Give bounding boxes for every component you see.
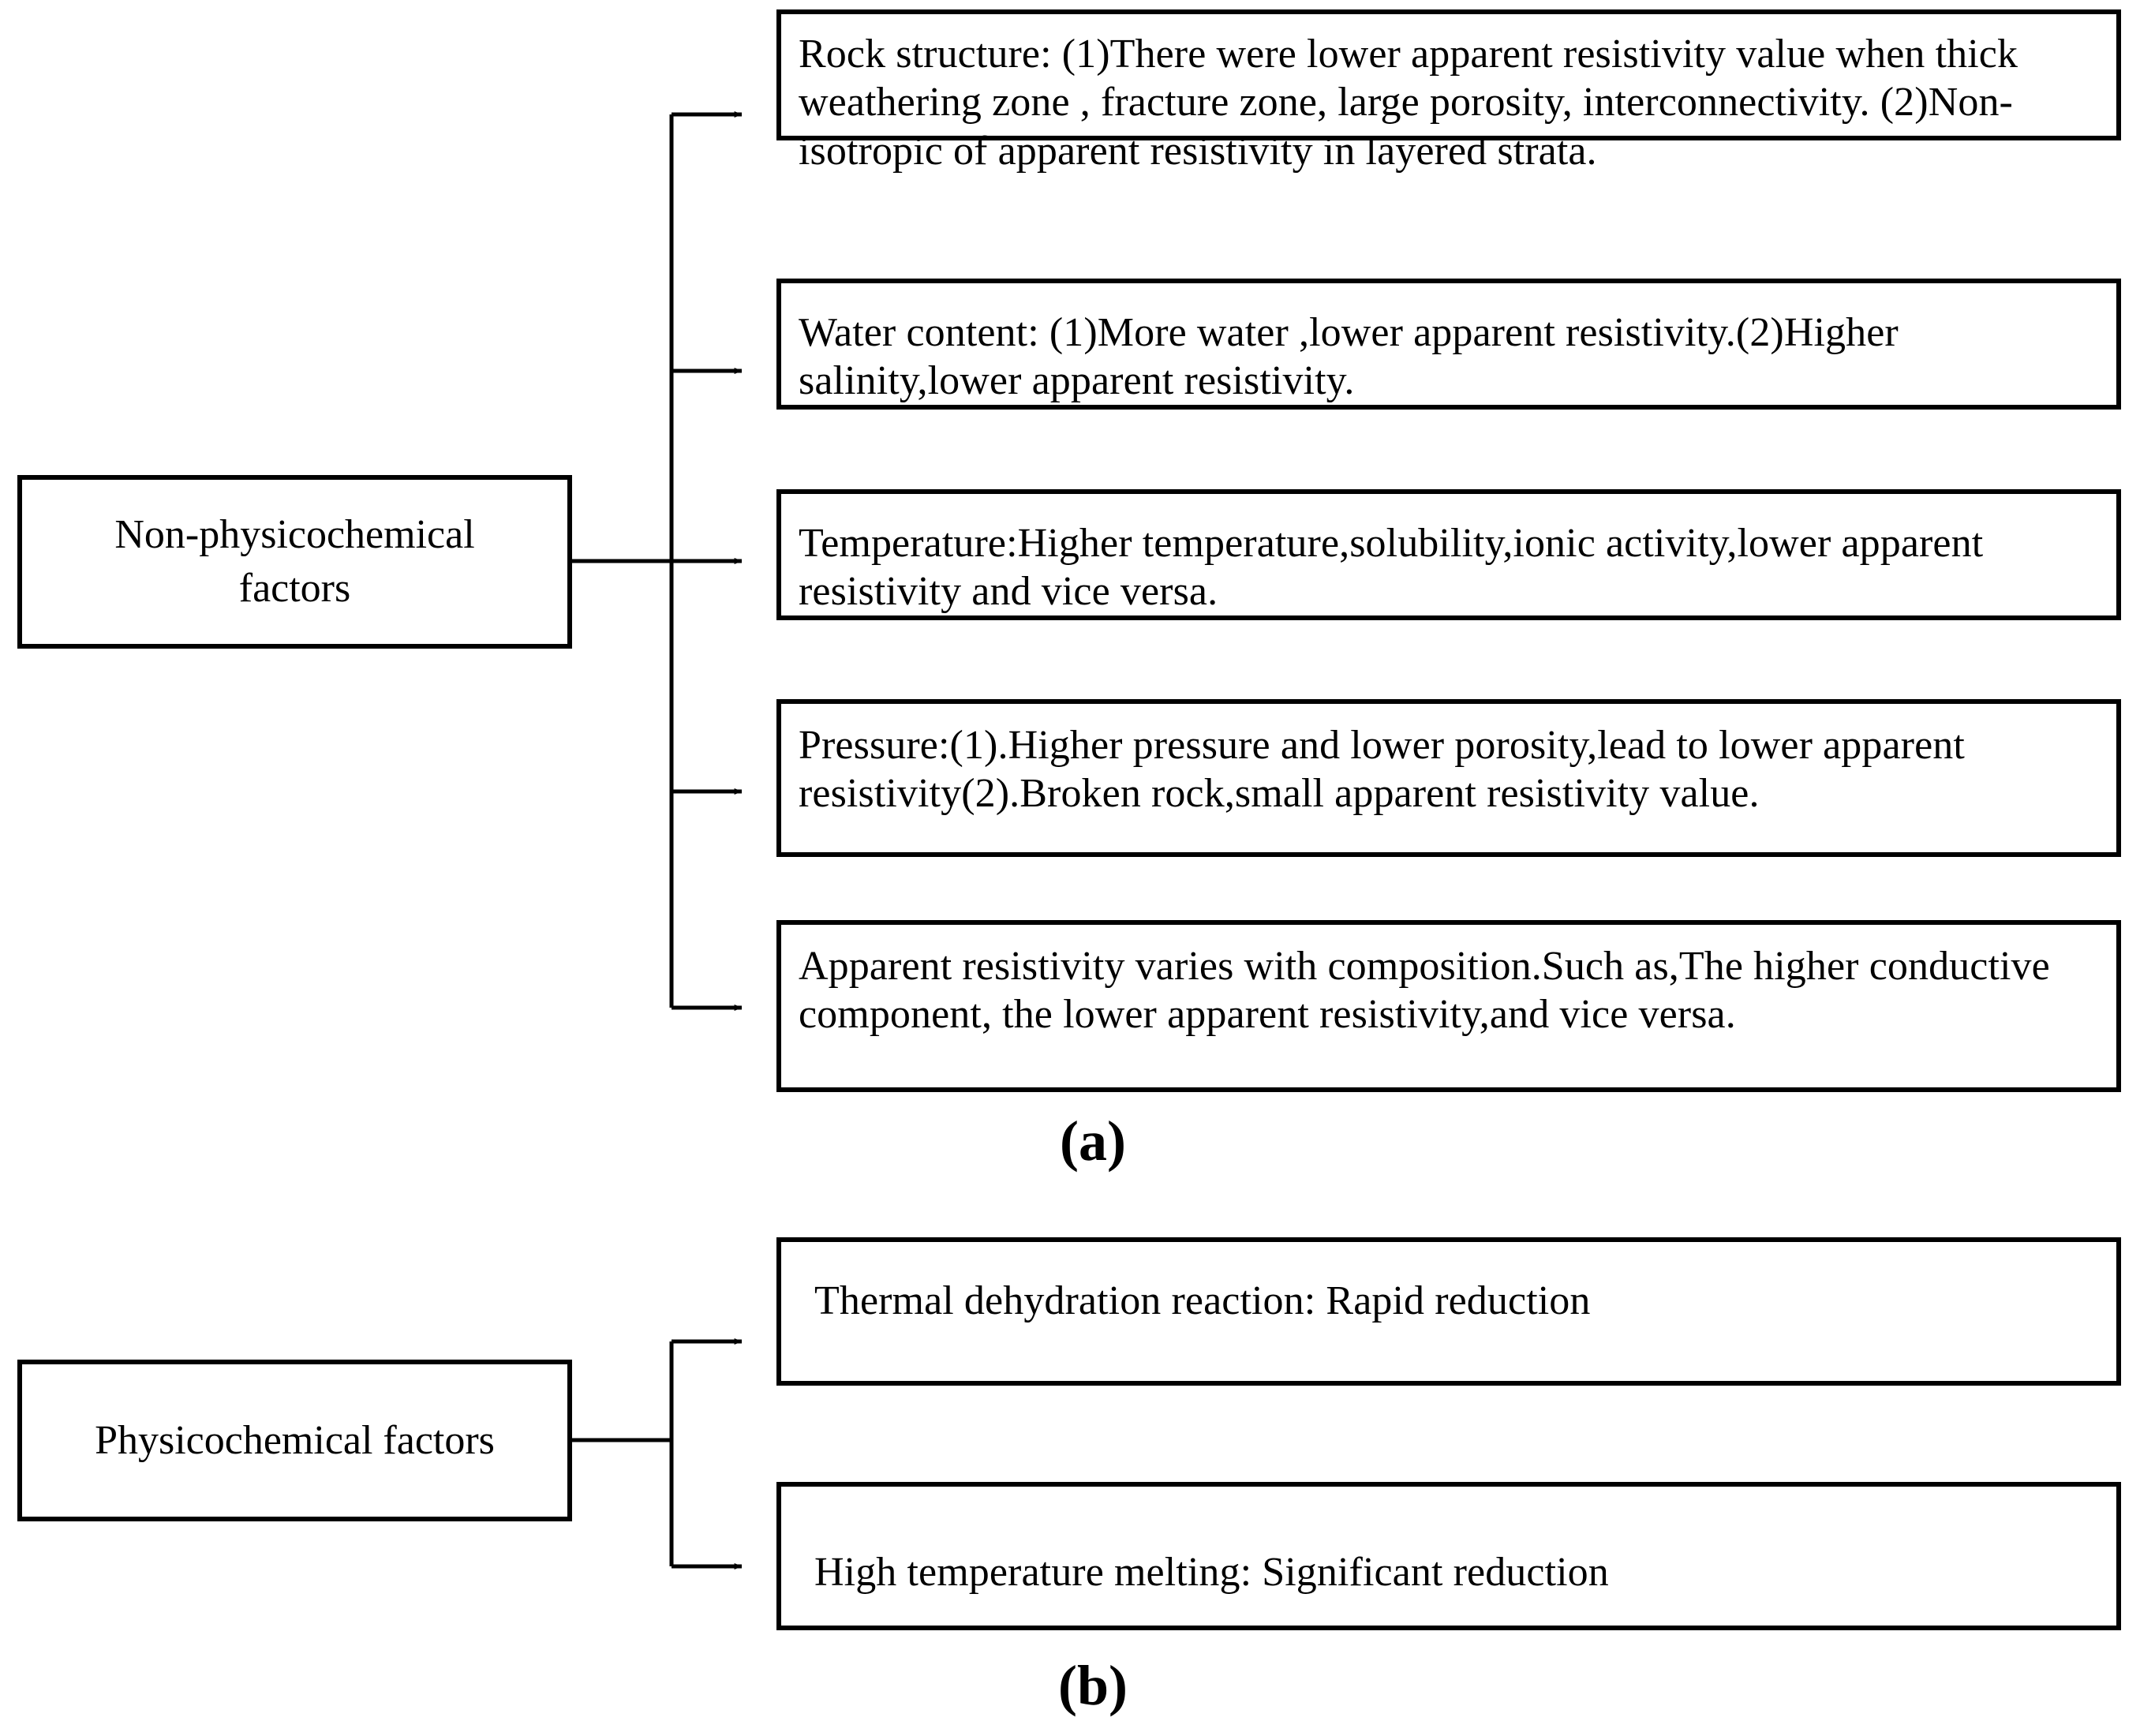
- node-label: Non-physicochemical factors: [114, 512, 475, 611]
- node-high-temperature-melting[interactable]: High temperature melting: Significant re…: [776, 1482, 2121, 1630]
- node-label: Physicochemical factors: [95, 1417, 495, 1463]
- node-label: High temperature melting: Significant re…: [814, 1550, 1609, 1595]
- node-non-physicochemical-factors[interactable]: Non-physicochemical factors: [17, 475, 572, 649]
- node-temperature[interactable]: Temperature:Higher temperature,solubilit…: [776, 489, 2121, 620]
- node-water-content[interactable]: Water content: (1)More water ,lower appa…: [776, 279, 2121, 410]
- node-label: Apparent resistivity varies with composi…: [799, 944, 2060, 1038]
- node-label: Rock structure: (1)There were lower appa…: [799, 32, 2029, 174]
- node-rock-structure[interactable]: Rock structure: (1)There were lower appa…: [776, 9, 2121, 174]
- node-label: Water content: (1)More water ,lower appa…: [799, 310, 1909, 404]
- node-pressure[interactable]: Pressure:(1).Higher pressure and lower p…: [776, 699, 2121, 857]
- panel-a-connectors: [572, 111, 743, 1011]
- node-physicochemical-factors[interactable]: Physicochemical factors: [17, 1360, 572, 1521]
- panel-b-connectors: [572, 1338, 743, 1570]
- panel-caption-b: (b): [1058, 1654, 1128, 1717]
- node-label: Thermal dehydration reaction: Rapid redu…: [814, 1278, 1591, 1323]
- panel-caption-a: (a): [1060, 1109, 1126, 1173]
- node-label: Temperature:Higher temperature,solubilit…: [799, 521, 1994, 615]
- node-composition[interactable]: Apparent resistivity varies with composi…: [776, 920, 2121, 1092]
- node-label: Pressure:(1).Higher pressure and lower p…: [799, 723, 1976, 817]
- node-thermal-dehydration-reaction[interactable]: Thermal dehydration reaction: Rapid redu…: [776, 1237, 2121, 1386]
